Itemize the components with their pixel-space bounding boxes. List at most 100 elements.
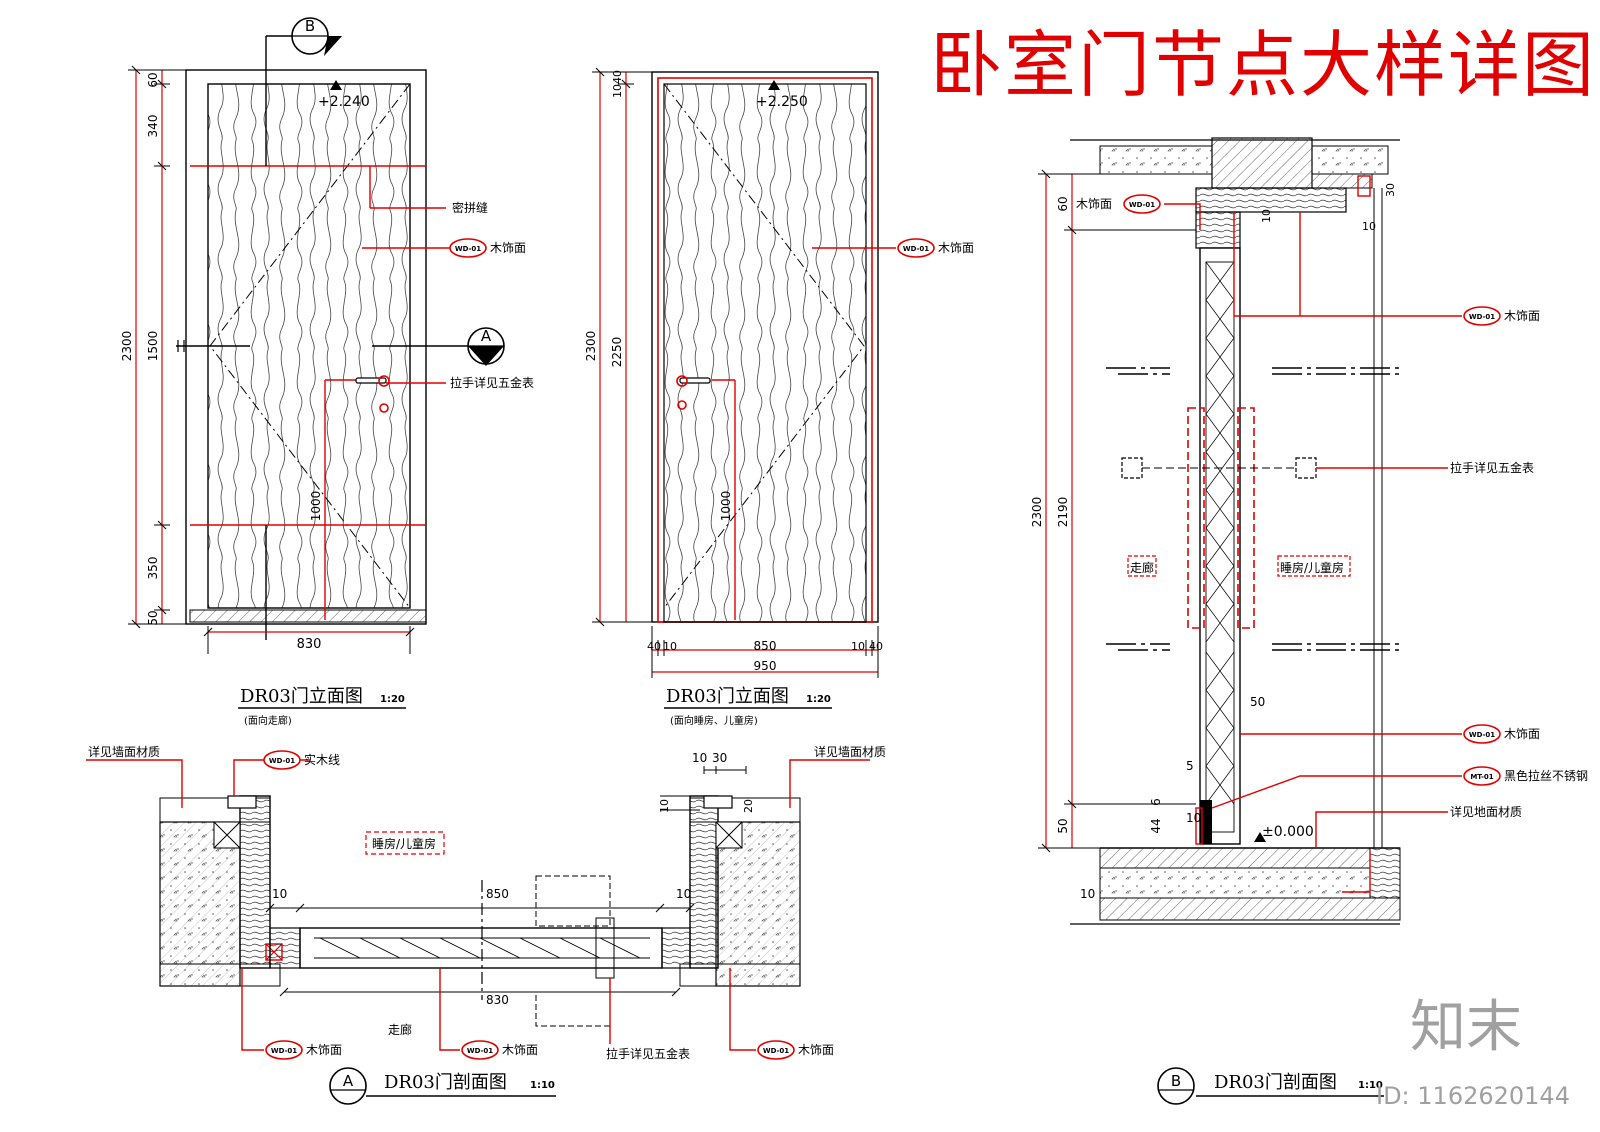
note-handle: 拉手详见五金表 <box>606 1046 690 1061</box>
elev2-scale: 1:20 <box>806 694 831 705</box>
red-detail <box>1357 175 1371 197</box>
stop-right <box>661 927 691 969</box>
dim-50: 50 <box>146 610 160 625</box>
floor-right <box>1369 847 1401 899</box>
wall-right-hatch <box>716 822 800 986</box>
svg-text:WD-01: WD-01 <box>1469 731 1495 739</box>
dim-10b: 10 <box>1260 209 1273 223</box>
tag-wd01-b1: WD-01 <box>1123 194 1161 214</box>
tag-wd01: WD-01 <box>449 238 487 258</box>
svg-text:WD-01: WD-01 <box>903 245 929 253</box>
svg-text:WD-01: WD-01 <box>1469 313 1495 321</box>
floor-screed <box>1099 867 1371 899</box>
dim-1500: 1500 <box>146 331 160 362</box>
break-lines <box>1106 367 1400 651</box>
lintel <box>1211 137 1313 189</box>
dim-2300: 2300 <box>120 331 134 362</box>
dim-ticks <box>703 766 747 774</box>
callout-b-label: B <box>305 17 315 35</box>
tag-mt01: MT-01 <box>1463 766 1501 786</box>
note-handle: 拉手详见五金表 <box>1450 460 1534 475</box>
tag-wd01-solid: WD-01 <box>263 750 301 770</box>
svg-text:WD-01: WD-01 <box>455 245 481 253</box>
label-box <box>1127 555 1157 577</box>
dim-ticks <box>279 987 681 997</box>
note-wood-mid: 木饰面 <box>1504 309 1540 323</box>
note-wood: 木饰面 <box>490 241 526 255</box>
watermark-brand: 知末 <box>1410 995 1522 1060</box>
note-wood-2: 木饰面 <box>502 1043 538 1057</box>
ceiling-slab-right <box>1311 145 1389 175</box>
dim-40: 40 <box>647 640 661 653</box>
dim-44: 44 <box>1149 818 1163 833</box>
note-wall-right: 详见墙面材质 <box>814 744 886 759</box>
note-wood-low: 木饰面 <box>1504 727 1540 741</box>
handle <box>679 377 711 384</box>
swing-lines <box>663 83 865 609</box>
elev1-subtitle: (面向走廊) <box>244 714 292 727</box>
label-corridor: 走廊 <box>1130 560 1154 575</box>
level-marker <box>330 80 342 90</box>
svg-text:WD-01: WD-01 <box>1129 201 1155 209</box>
callout-b-title-label: B <box>1171 1072 1181 1090</box>
svg-text:WD-01: WD-01 <box>271 1047 297 1055</box>
dim-5: 5 <box>1186 759 1194 773</box>
dim-r10: 10 <box>692 751 707 765</box>
solid-wood-trim <box>703 795 733 809</box>
note-wall-left: 详见墙面材质 <box>88 744 160 759</box>
callout-a-title-label: A <box>343 1072 354 1090</box>
dim-ticks <box>651 626 879 678</box>
dim-10-left: 10 <box>272 887 287 901</box>
handle-box <box>1121 457 1143 479</box>
floor-slab <box>1099 897 1401 921</box>
door-leaf <box>663 83 867 623</box>
handle-body <box>595 917 615 979</box>
wall-finish-right-bottom <box>679 963 801 987</box>
note-floor: 详见地面材质 <box>1450 804 1522 819</box>
dim-60: 60 <box>146 72 160 87</box>
dim-2190: 2190 <box>1056 497 1070 528</box>
dim-2300: 2300 <box>584 331 598 362</box>
svg-text:WD-01: WD-01 <box>467 1047 493 1055</box>
dim-850: 850 <box>486 887 509 901</box>
elevation-2: +2.250 1040 2300 2250 1000 40 10 850 10 … <box>584 67 974 727</box>
note-steel: 黑色拉丝不锈钢 <box>1504 768 1588 783</box>
blocking-x <box>213 821 241 849</box>
elev2-title: DR03门立面图 <box>666 686 789 707</box>
label-room: 睡房/儿童房 <box>1280 560 1344 575</box>
secA-title: DR03门剖面图 <box>384 1072 507 1093</box>
tag-wd01: WD-01 <box>897 238 935 258</box>
elevation-1: B A +2.240 60 340 1500 350 50 2300 1000 … <box>120 17 534 727</box>
dim-10-right: 10 <box>676 887 691 901</box>
elev1-title: DR03门立面图 <box>240 686 363 707</box>
elev1-scale: 1:20 <box>380 694 405 705</box>
secB-scale: 1:10 <box>1358 1080 1383 1091</box>
handle <box>355 377 387 384</box>
door-core <box>1205 261 1235 833</box>
dim-50: 50 <box>1250 695 1265 709</box>
dim-10: 10 <box>663 640 677 653</box>
leader-wood-3 <box>729 968 756 1051</box>
leader-floor <box>1315 811 1448 848</box>
handle-box <box>1295 457 1317 479</box>
dim-ticks <box>592 67 652 627</box>
red-detail <box>1195 807 1203 845</box>
ceiling-slab-left <box>1099 145 1213 175</box>
dim-floor-10: 10 <box>1080 887 1095 901</box>
callout-a-label: A <box>481 327 492 345</box>
stop-left <box>269 927 301 969</box>
note-wood-top: 木饰面 <box>1076 197 1112 211</box>
lock-rosette <box>379 403 389 413</box>
tag-wd01-a2: WD-01 <box>461 1040 499 1060</box>
dim-50: 50 <box>1056 818 1070 833</box>
dim-v20: 20 <box>742 799 755 813</box>
watermark-id: ID: 1162620144 <box>1376 1082 1570 1110</box>
note-seam: 密拼缝 <box>452 200 488 215</box>
solid-wood-trim <box>227 795 257 809</box>
tag-wd01-a3: WD-01 <box>757 1040 795 1060</box>
note-handle: 拉手详见五金表 <box>450 375 534 390</box>
callout-b-title <box>1157 1067 1195 1105</box>
elev2-subtitle: (面向睡房、儿童房) <box>670 714 758 727</box>
level-text: ±0.000 <box>1262 824 1314 840</box>
